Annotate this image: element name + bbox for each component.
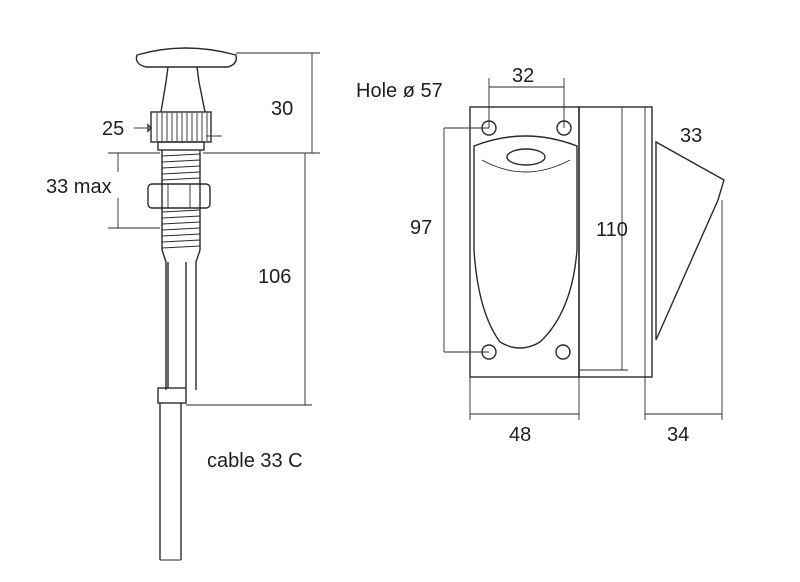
- angled-flange: [655, 140, 725, 341]
- plate-recess: [473, 135, 578, 349]
- knurl-lines: [156, 113, 208, 141]
- side-plate: [578, 106, 653, 378]
- knob-stem: [160, 66, 206, 113]
- mount-hole-bottom-right: [555, 344, 571, 360]
- dim-97-label: 97: [410, 217, 432, 239]
- hex-nut: [147, 183, 211, 209]
- dim-30-label: 30: [271, 98, 293, 120]
- hole-label: Hole ø 57: [356, 80, 443, 102]
- dim-34-label: 34: [667, 424, 689, 446]
- dim-32-label: 32: [512, 65, 534, 87]
- cable-label: cable 33 C: [207, 450, 303, 472]
- front-plate: [469, 106, 580, 378]
- dim-106-label: 106: [258, 266, 291, 288]
- mounting-bracket-assembly: 32 Hole ø 57 97 110 48 34 33: [356, 65, 725, 446]
- dim-48-label: 48: [509, 424, 531, 446]
- dim-110-label: 110: [596, 219, 628, 241]
- cable-control-assembly: 30 106 25 33 max cable 33 C: [46, 47, 320, 561]
- cable-33c: [159, 403, 182, 561]
- oval-slot: [506, 148, 546, 166]
- ferrule: [157, 387, 187, 404]
- knob-head: [135, 47, 238, 68]
- dim-33-label: 33: [680, 125, 702, 147]
- collar-washer: [157, 141, 205, 151]
- lower-sleeve: [161, 249, 201, 390]
- threaded-body: [161, 150, 201, 250]
- dim-25-label: 25: [102, 118, 124, 140]
- dim-33-max-label: 33 max: [46, 176, 112, 198]
